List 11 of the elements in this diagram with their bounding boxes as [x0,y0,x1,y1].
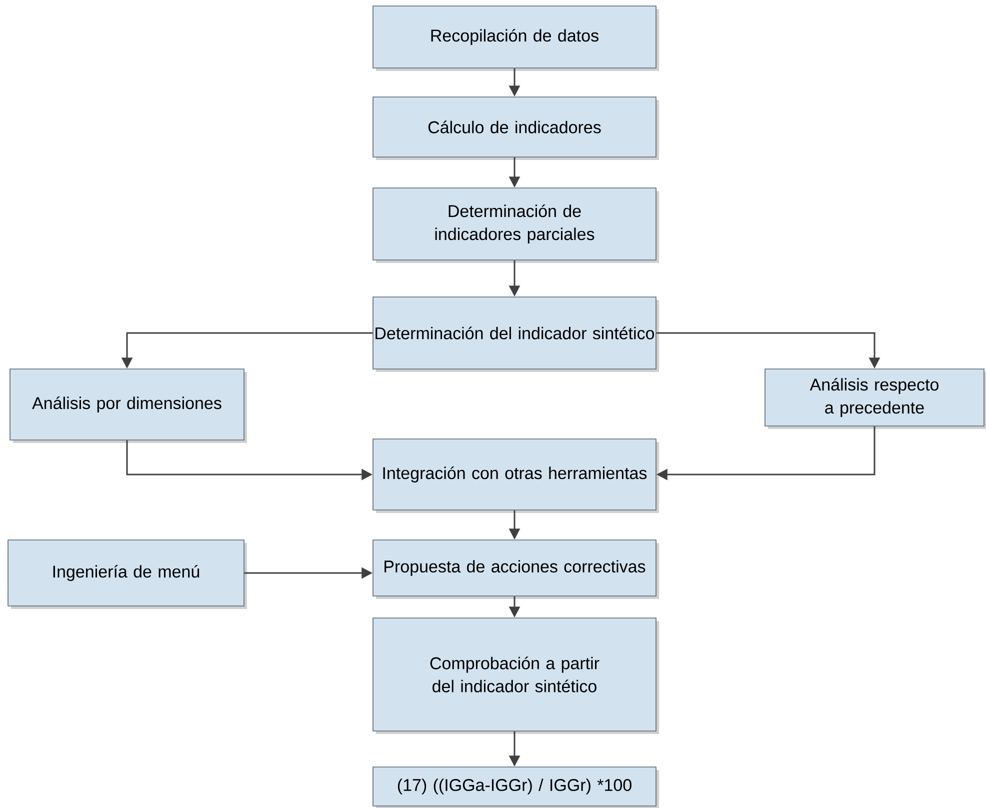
process-box: Análisis por dimensiones [10,368,247,443]
process-box: Integración con otras herramientas [372,438,659,513]
process-box: (17) ((IGGa-IGGr) / IGGr) *100 [372,766,659,808]
process-box: Análisis respecto a precedente [764,368,986,429]
process-box: Comprobación a partir del indicador sintético [372,618,659,734]
process-box: Determinación del indicador sintético [372,296,659,372]
process-box: Cálculo de indicadores [372,96,659,160]
process-box: Recopilación de datos [372,6,659,71]
process-box: Ingeniería de menú [8,540,247,609]
process-box: Propuesta de acciones correctivas [372,540,659,599]
process-box: Determinación de indicadores parciales [372,188,659,263]
